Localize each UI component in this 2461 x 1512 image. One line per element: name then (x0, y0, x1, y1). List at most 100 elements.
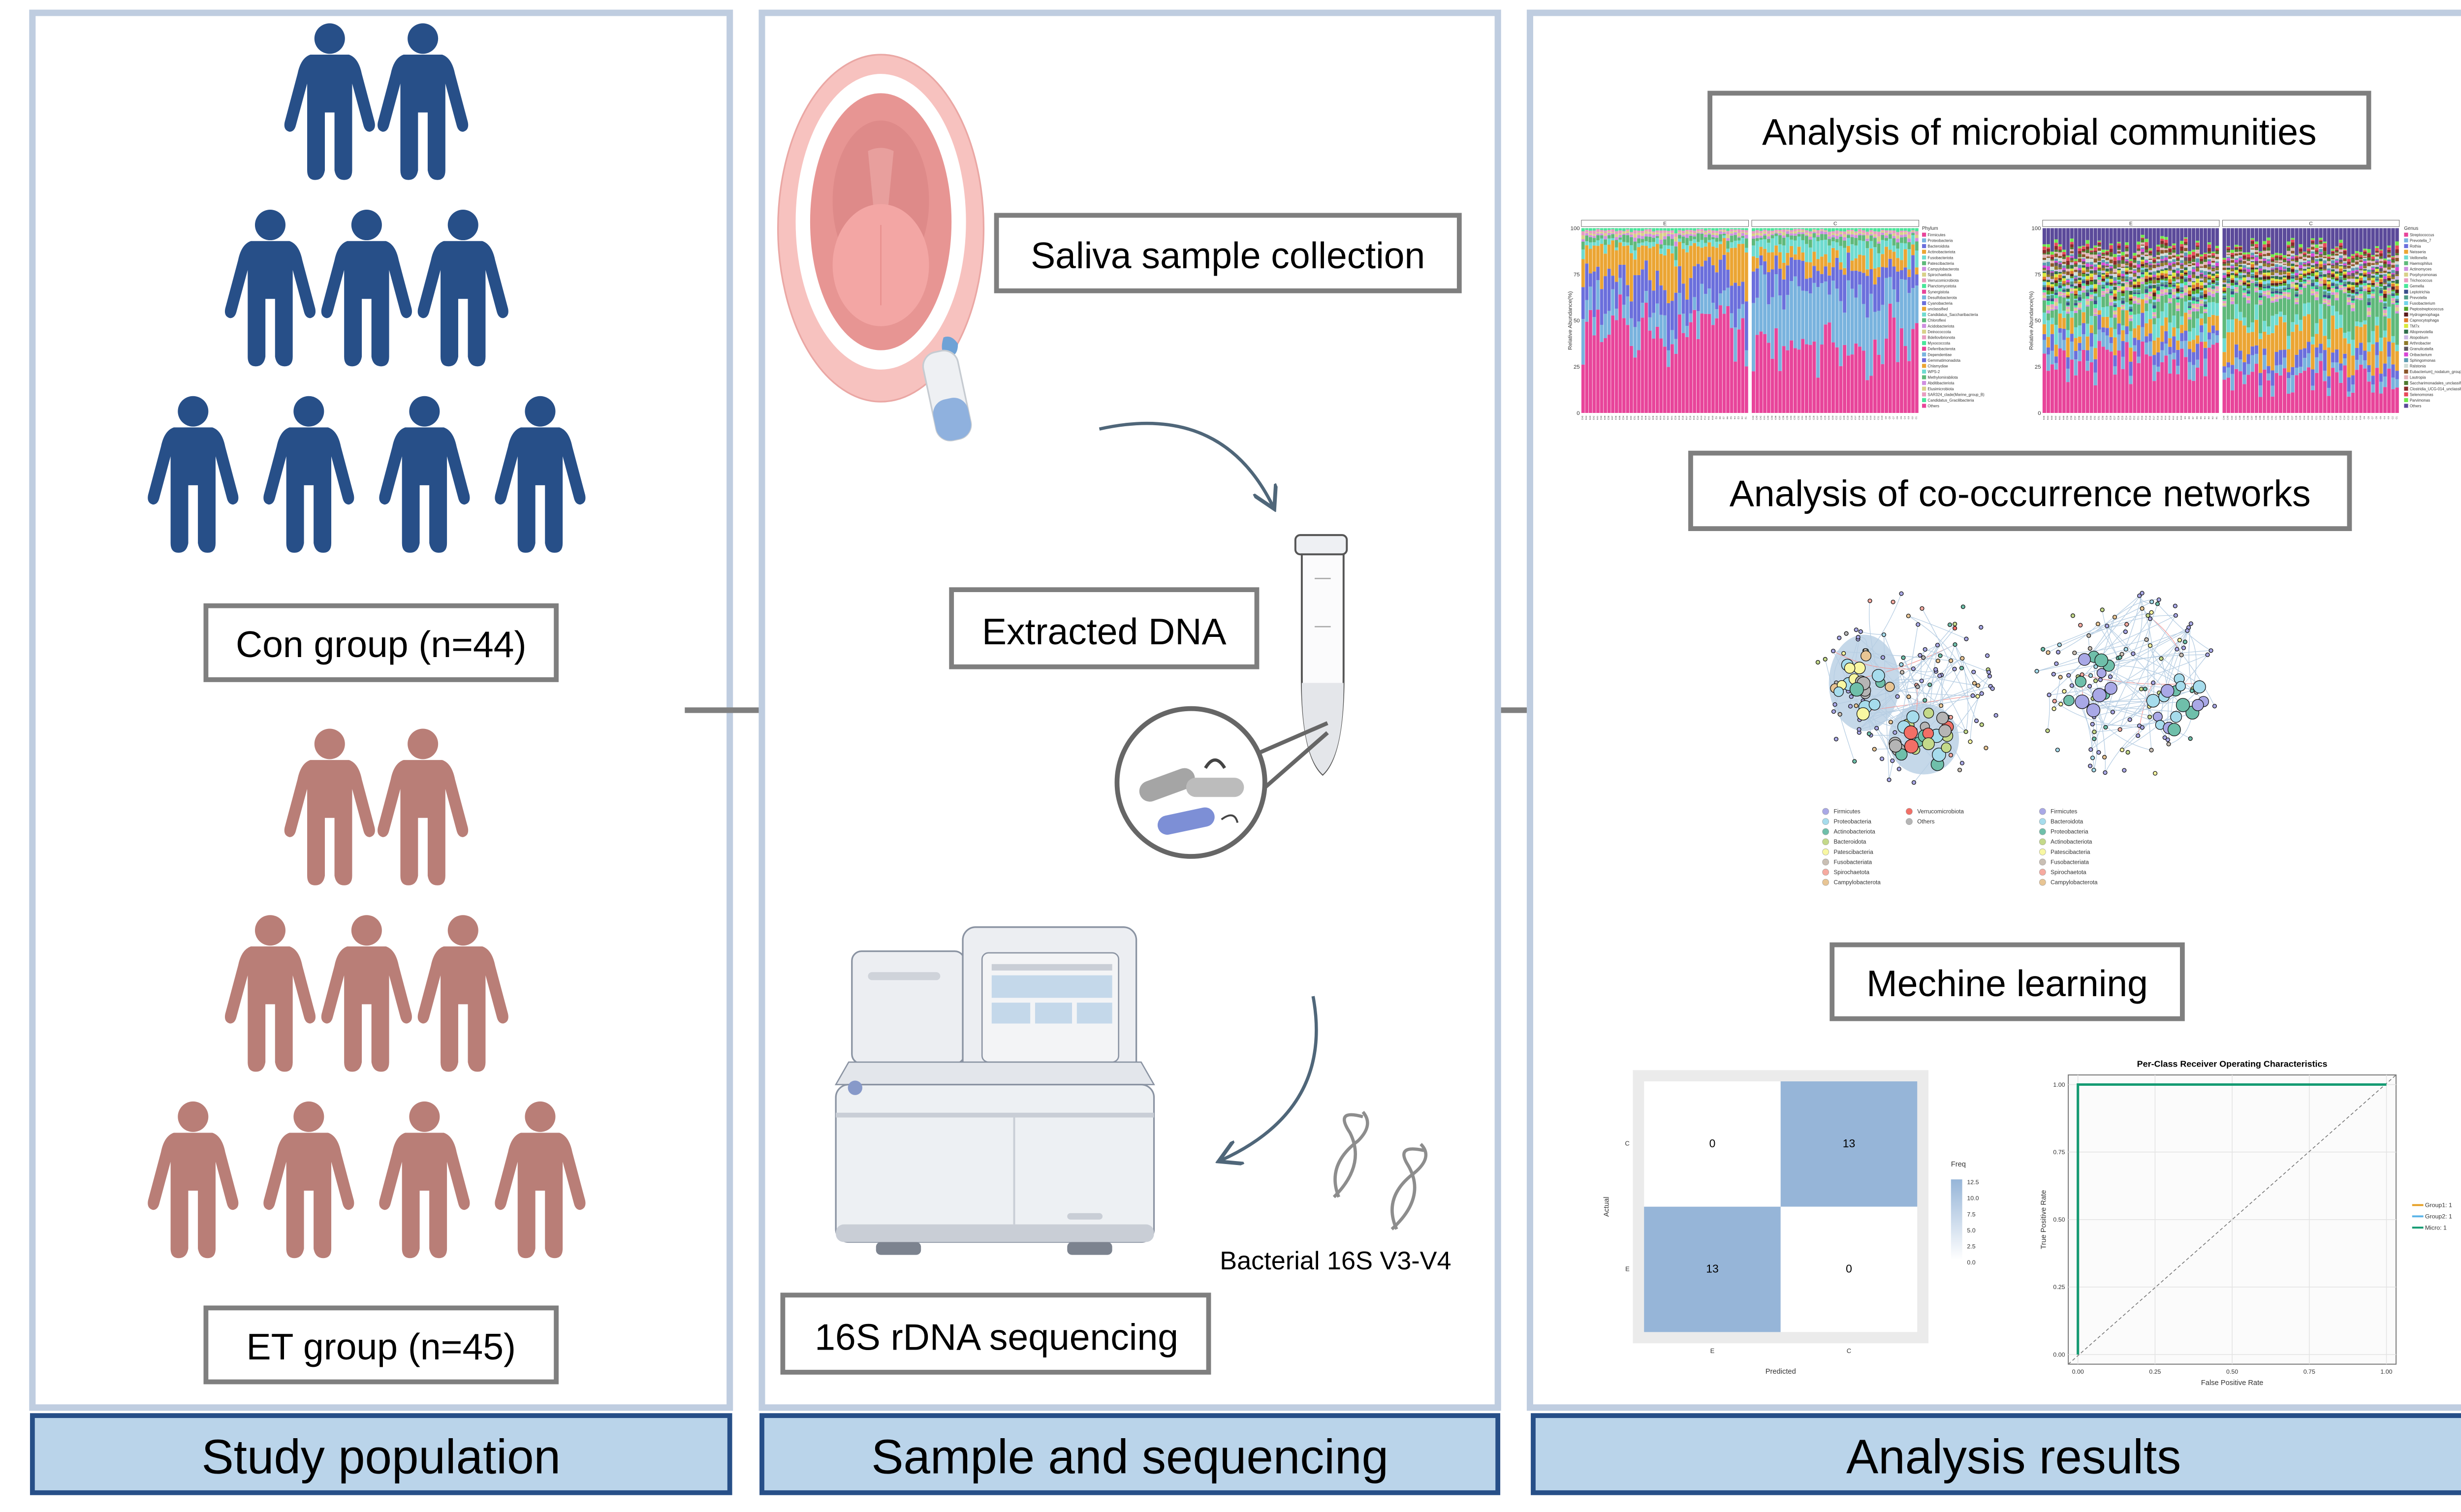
bar-segment (1896, 238, 1900, 243)
bar-segment (2058, 333, 2062, 349)
bar-segment (2042, 280, 2047, 281)
network-node (1959, 760, 1965, 765)
network-node (1848, 704, 1853, 709)
bar-segment (2082, 280, 2085, 284)
network-node (1881, 632, 1887, 637)
x-tick-label: E36 (1615, 415, 1617, 420)
y-tick-label: 0 (2038, 410, 2041, 416)
bar-segment (1689, 232, 1693, 234)
bar-segment (2222, 273, 2226, 276)
bar-segment (2351, 300, 2355, 303)
bar-segment (2363, 285, 2367, 287)
bar-segment (1744, 248, 1748, 252)
bar-segment (1659, 249, 1663, 254)
bar-segment (2196, 242, 2200, 246)
bar-segment (1734, 327, 1737, 362)
bar-segment (2180, 244, 2184, 247)
bar-segment (2054, 271, 2058, 274)
network-node (2160, 684, 2175, 698)
bar-segment (2254, 289, 2259, 291)
bar-segment (2274, 302, 2278, 315)
bar-segment (2046, 256, 2051, 258)
bar-segment (2074, 359, 2078, 376)
network-node (1970, 693, 1975, 698)
bar-segment (2287, 257, 2291, 259)
bar-segment (2204, 304, 2208, 307)
bar-segment (1607, 245, 1611, 269)
bar-segment (2306, 251, 2311, 252)
legend-item: Firmicutes (1833, 809, 1860, 815)
bar-segment (2121, 296, 2125, 298)
bar-segment (1790, 246, 1794, 257)
y-tick-label: 25 (2035, 364, 2041, 370)
legend-title: Genus (2404, 226, 2418, 231)
bar-segment (1685, 252, 1689, 300)
bar-segment (1881, 235, 1885, 240)
legend-item: Prevotella (2410, 295, 2427, 300)
network-node (1990, 686, 1995, 691)
bar-segment (2295, 324, 2299, 355)
bar-segment (2097, 310, 2101, 315)
bar-segment (2335, 253, 2339, 256)
bar-segment (2105, 279, 2109, 282)
bar-segment (2204, 294, 2208, 297)
bar-segment (2343, 270, 2347, 272)
bar-segment (2287, 279, 2291, 280)
bar-segment (1696, 228, 1700, 229)
bar-segment (2188, 314, 2192, 317)
bar-segment (2367, 290, 2371, 292)
network-node (2143, 687, 2147, 692)
bar-segment (1730, 242, 1734, 248)
x-tick-label: C15 (2339, 415, 2341, 420)
bar-segment (2230, 285, 2235, 289)
bar-segment (2267, 264, 2271, 267)
x-tick-label: E16 (2156, 415, 2159, 420)
bar-segment (2168, 262, 2172, 266)
bar-segment (2156, 298, 2160, 302)
bar-segment (2184, 228, 2188, 238)
bar-segment (2078, 257, 2082, 259)
bar-segment (1719, 230, 1722, 231)
bar-segment (1850, 234, 1854, 237)
bar-segment (2306, 302, 2311, 315)
bar-segment (1689, 313, 1693, 322)
bar-segment (2230, 304, 2235, 320)
bar-segment (2327, 275, 2331, 278)
bar-segment (2208, 251, 2211, 254)
bar-segment (1604, 233, 1607, 236)
bar-segment (2383, 273, 2387, 274)
bar-segment (2196, 268, 2200, 272)
bar-segment (1892, 289, 1896, 318)
bar-segment (1751, 245, 1755, 256)
bar-segment (2121, 310, 2125, 326)
bar-segment (2133, 268, 2137, 269)
bar-segment (2347, 294, 2351, 296)
bar-segment (2105, 316, 2109, 328)
bar-segment (2271, 259, 2274, 262)
bar-segment (2250, 255, 2254, 257)
bar-segment (1854, 228, 1858, 232)
bar-segment (2379, 271, 2383, 273)
y-tick-label: 0.50 (2053, 1216, 2065, 1223)
bar-segment (2379, 300, 2383, 303)
bar-segment (2152, 340, 2156, 355)
bar-segment (2347, 264, 2351, 265)
bar-segment (2172, 281, 2176, 283)
con-group-label: Con group (n=44) (236, 624, 527, 665)
bar-segment (2196, 258, 2200, 263)
bar-segment (2097, 269, 2101, 271)
bar-segment (2105, 266, 2109, 268)
bar-segment (2339, 282, 2343, 285)
bar-segment (2282, 294, 2287, 296)
bar-segment (1607, 311, 1611, 335)
bar-segment (2234, 270, 2239, 273)
facet-strip (2042, 220, 2220, 227)
bar-segment (2287, 292, 2291, 294)
bar-segment (2074, 278, 2078, 279)
x-tick-label: C31 (2275, 415, 2277, 420)
bar-segment (2208, 272, 2211, 275)
network-edge (2093, 710, 2152, 751)
bar-segment (2287, 251, 2291, 254)
bar-segment (2282, 296, 2287, 298)
network-edge (1859, 700, 1925, 730)
